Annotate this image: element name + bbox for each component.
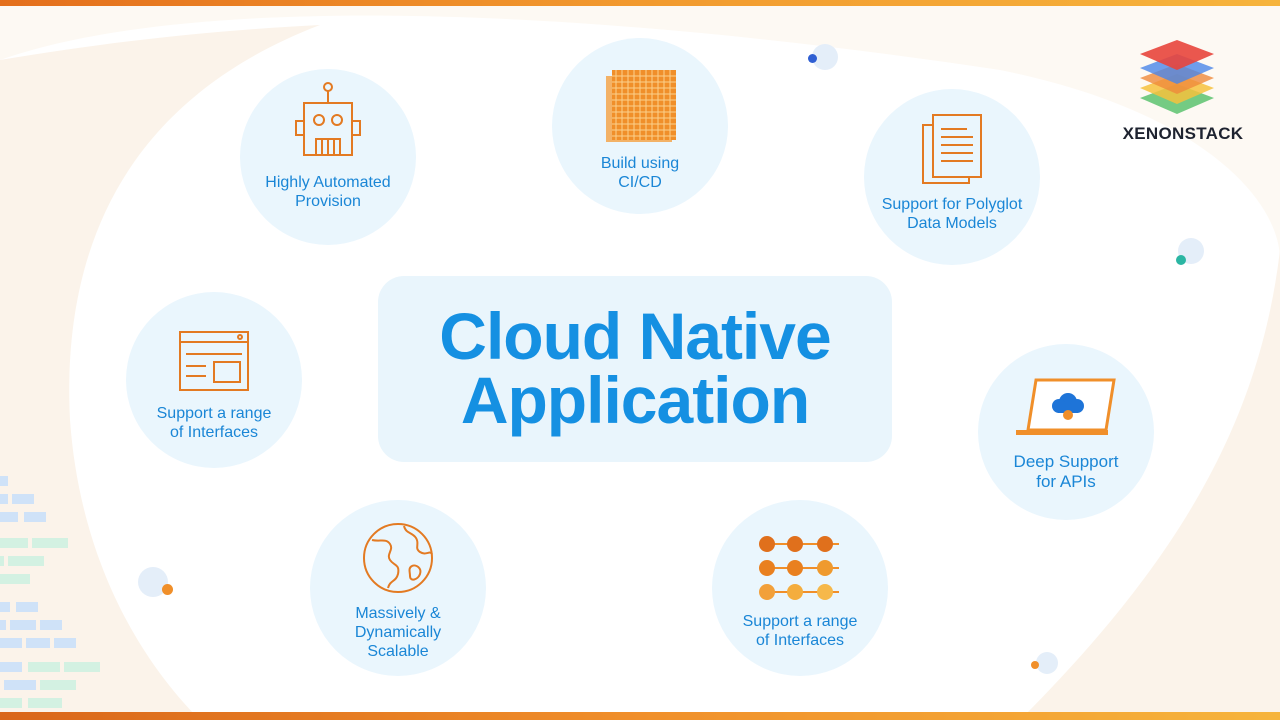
top-accent-bar bbox=[0, 0, 1280, 6]
feature-polyglot-data: Support for Polyglot Data Models bbox=[864, 89, 1040, 265]
feature-label: Support for Polyglot Data Models bbox=[881, 196, 1023, 232]
brand-name: XENONSTACK bbox=[1122, 124, 1244, 143]
decor-dot bbox=[162, 584, 173, 595]
feature-scalable: Massively & Dynamically Scalable bbox=[310, 500, 486, 676]
page-title: Cloud Native Application bbox=[439, 299, 831, 437]
feature-ci-cd: Build using CI/CD bbox=[552, 38, 728, 214]
feature-automated-provision: Highly Automated Provision bbox=[240, 69, 416, 245]
decor-dot bbox=[1031, 661, 1039, 669]
feature-label: Support a range of Interfaces bbox=[742, 613, 858, 649]
decor-dot bbox=[808, 54, 817, 63]
container-stack-icon bbox=[606, 70, 676, 142]
laptop-cloud-icon bbox=[1016, 378, 1116, 435]
node-grid-icon bbox=[759, 536, 839, 600]
feature-label: Massively & Dynamically Scalable bbox=[354, 605, 442, 660]
feature-interfaces: Support a range of Interfaces bbox=[126, 292, 302, 468]
bottom-accent-bar bbox=[0, 712, 1280, 720]
decor-blocks bbox=[0, 476, 100, 708]
feature-label: Build using CI/CD bbox=[600, 155, 680, 191]
layers-logo-icon bbox=[1140, 40, 1214, 114]
feature-label: Support a range of Interfaces bbox=[156, 405, 272, 441]
feature-label: Deep Support for APIs bbox=[1013, 452, 1119, 491]
feature-interfaces-nodes: Support a range of Interfaces bbox=[712, 500, 888, 676]
browser-window-icon bbox=[179, 331, 249, 391]
decor-dot bbox=[1036, 652, 1058, 674]
decor-dot bbox=[1176, 255, 1186, 265]
documents-icon bbox=[922, 114, 982, 184]
robot-icon bbox=[295, 82, 361, 156]
globe-icon bbox=[363, 523, 433, 593]
feature-label: Highly Automated Provision bbox=[265, 174, 391, 210]
feature-api-support: Deep Support for APIs bbox=[978, 344, 1154, 520]
central-title-box: Cloud Native Application bbox=[378, 276, 892, 462]
